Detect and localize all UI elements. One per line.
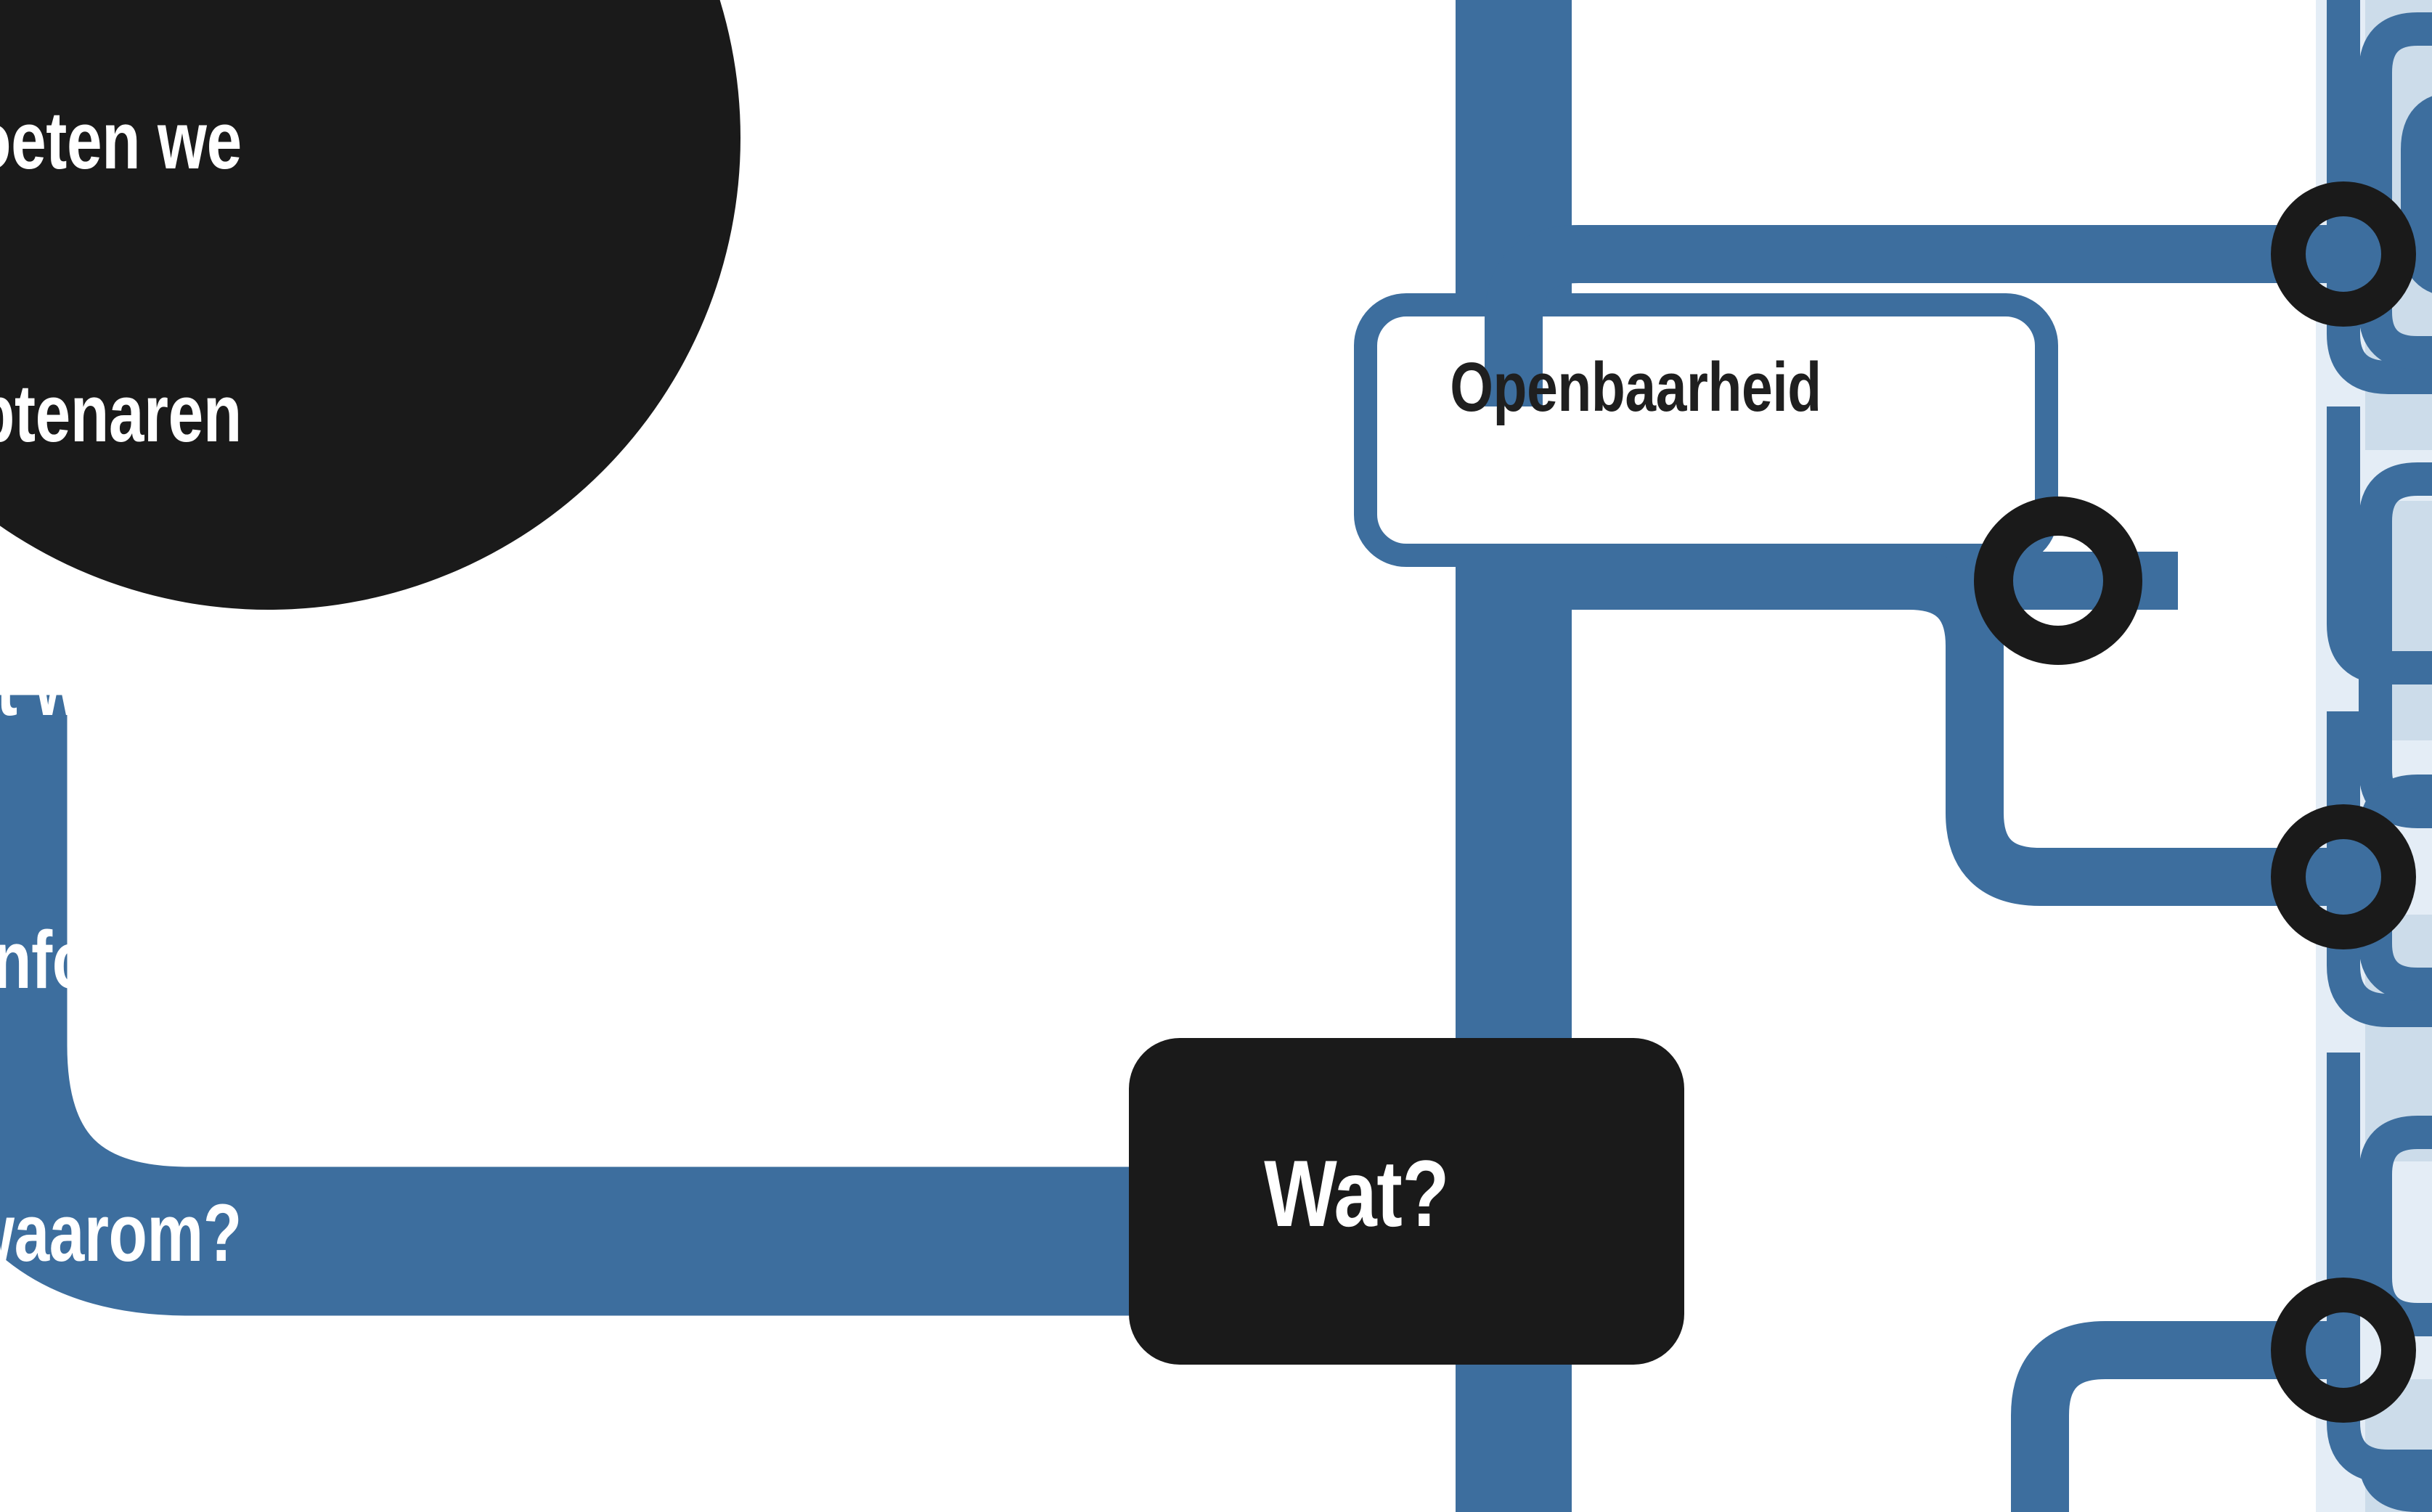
- headline-line-1: moeten we: [0, 94, 242, 186]
- openbaarheid-box[interactable]: [1354, 293, 2058, 567]
- branch-rail-mid-right: [1514, 552, 2359, 906]
- wat-box[interactable]: [1129, 1038, 1684, 1365]
- marker-openbaarheid-icon[interactable]: [1974, 496, 2142, 665]
- thick-curve-lower-left: [0, 695, 1234, 1316]
- marker-low-right-icon[interactable]: [2271, 1278, 2416, 1423]
- station-label-wat: Wat?: [1264, 1140, 1450, 1246]
- headline-line-3: ver het werken: [0, 641, 252, 732]
- station-label-openbaarheid: Openbaarheid: [1450, 348, 1821, 426]
- headline-line-5: waarom?: [0, 1188, 242, 1279]
- headline-bubble-text: moeten we sambtenaren ver het werken hei…: [0, 0, 279, 1460]
- branch-rail-top-right: [1485, 225, 2359, 406]
- branch-rail-low-right: [2011, 1321, 2359, 1512]
- marker-top-right-icon[interactable]: [2271, 181, 2416, 327]
- marker-mid-right-icon[interactable]: [2271, 804, 2416, 949]
- headline-bubble-circle: [0, 0, 740, 610]
- interchange-markers: [1974, 181, 2416, 1423]
- headline-line-4: heidsinformatie: [0, 914, 279, 1005]
- headline-line-2: sambtenaren: [0, 368, 242, 459]
